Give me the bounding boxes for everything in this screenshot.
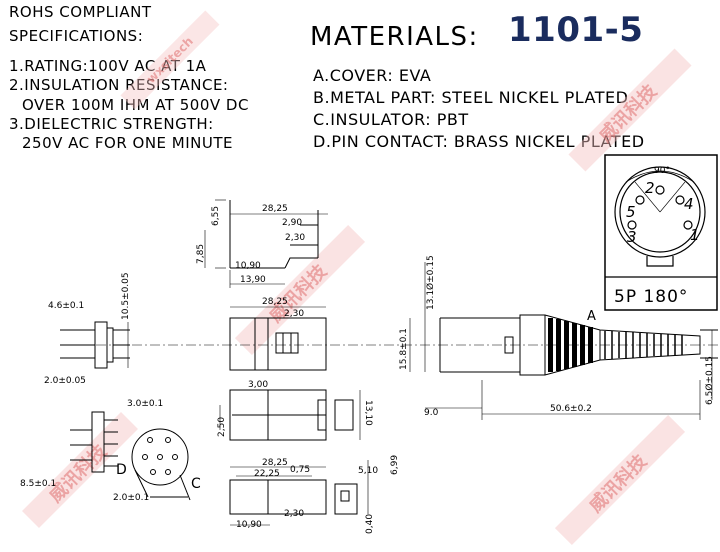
bottom-mid-drawing [219,389,361,441]
pinout-label: 5P 180° [614,287,688,307]
dim-bm-3-00: 3,00 [248,380,268,390]
dim-top-7-85: 7,85 [196,244,206,264]
dim-side-4-6: 4.6±0.1 [48,301,84,311]
pin-label-3: 3 [627,228,637,246]
dim-bv-10-90: 10,90 [236,520,262,530]
dim-bv-2-30: 2,30 [284,509,304,519]
material-insulator: C.INSULATOR: PBT [313,110,469,129]
dim-side-10-5: 10.5±0.05 [121,272,131,320]
label-d: D [116,462,127,478]
spec-insulation-value: OVER 100M IHM AT 500V DC [22,96,249,114]
material-metal: B.METAL PART: STEEL NICKEL PLATED [313,88,629,107]
materials-heading: MATERIALS: [310,22,479,52]
dim-top-6-55: 6,55 [211,206,221,226]
dim-bv-5-10: 5,10 [358,466,378,476]
dim-bv-6-99: 6,99 [390,455,400,475]
plug-cable-ribs [604,331,683,359]
dim-plug-15-8: 15.8±0.1 [399,328,409,370]
pinout-diagram [604,154,718,311]
dim-bv-22-25: 22,25 [254,469,280,479]
plug-label-a: A [587,309,596,324]
dim-top-13-90: 13,90 [240,275,266,285]
dim-plug-6-5: 6.5Ø±0.15 [704,356,715,405]
watermark-cn: 威讯科技 [585,450,652,517]
label-c: C [191,476,201,492]
side-view-pins [60,321,130,369]
rohs-compliant-text: ROHS COMPLIANT [9,3,152,21]
pinout-angle: 90° [654,166,670,176]
dim-mid-2-30: 2,30 [284,309,304,319]
watermark-cn: 威讯科技 [595,80,662,147]
dim-bm-2-50: 2,50 [217,417,227,437]
specifications-heading: SPECIFICATIONS: [9,27,144,45]
dim-plug-50-6: 50.6±0.2 [550,404,592,414]
watermark-en: wxsitech [144,34,196,86]
dim-top-28-25: 28,25 [262,204,288,214]
watermark-cn: 威讯科技 [45,440,112,507]
material-pin-contact: D.PIN CONTACT: BRASS NICKEL PLATED [313,132,645,151]
dim-side-2-0: 2.0±0.05 [44,376,86,386]
spec-rating: 1.RATING:100V AC AT 1A [9,57,207,75]
pin-label-5: 5 [626,203,636,221]
dim-plug-9-0: 9.0 [424,408,439,418]
spec-dielectric: 3.DIELECTRIC STRENGTH: [9,115,214,133]
dim-plug-13-1: 13.1Ø±0.15 [425,255,436,310]
material-cover: A.COVER: EVA [313,66,432,85]
dim-bv-0-40: 0,40 [365,514,375,534]
top-view-drawing [204,199,328,288]
part-number: 1101-5 [508,10,644,50]
pin-label-1: 1 [690,226,700,244]
plug-drawing [409,262,718,420]
dim-top-10-90: 10,90 [235,261,261,271]
spec-dielectric-value: 250V AC FOR ONE MINUTE [22,134,234,152]
dim-bm-13-10: 13,10 [363,400,373,426]
dim-top-2-90: 2,90 [282,218,302,228]
bottom-left-drawing [70,411,191,501]
dim-mid-28-25: 28,25 [262,297,288,307]
dim-bv-0-75: 0,75 [290,465,310,475]
middle-view-drawing [229,306,327,371]
bottom-view-drawing [229,460,369,526]
dim-bl-3-0: 3.0±0.1 [127,399,163,409]
dim-bl-8-5: 8.5±0.1 [20,479,56,489]
spec-insulation: 2.INSULATION RESISTANCE: [9,76,229,94]
pin-label-4: 4 [684,195,694,213]
plug-grip-ribs [548,318,593,372]
dim-bv-28-25: 28,25 [262,458,288,468]
pin-label-2: 2 [645,179,655,197]
dim-bl-2-0: 2.0±0.1 [113,493,149,503]
dim-top-2-30: 2,30 [285,233,305,243]
